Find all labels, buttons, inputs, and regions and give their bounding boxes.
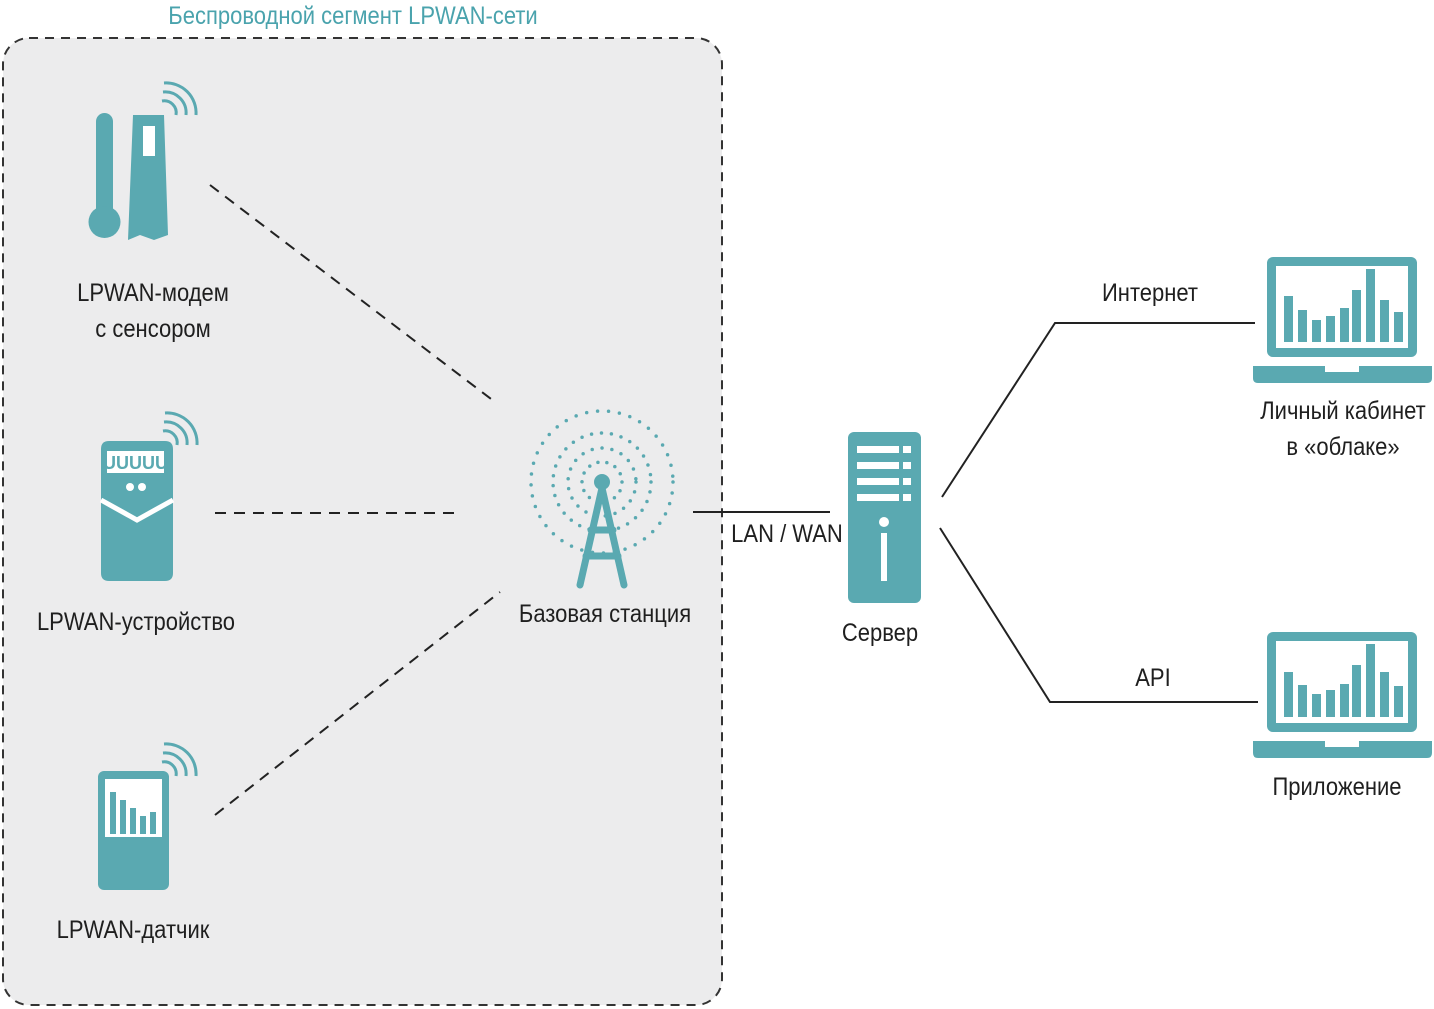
tower [576,484,628,589]
base-station-label: Базовая станция [518,600,692,628]
api-label: API [1135,664,1171,692]
laptop-cabinet-icon [1253,257,1432,383]
internet-label: Интернет [1101,279,1199,307]
wired-links [693,322,1258,703]
segment-title: Беспроводной сегмент LPWAN-сети [168,2,538,30]
wireless-links [209,184,501,816]
device-label: LPWAN-устройство [36,608,236,636]
thermometer-icon [96,113,113,218]
sensor-label: LPWAN-датчик [56,916,210,944]
device-screen-text: UUUUU [103,453,168,473]
cabinet-label-line1: Личный кабинет [1260,397,1426,425]
bar-chart-icon [1284,269,1403,342]
modem-label-line2: с сенсором [95,315,211,343]
laptop-app-icon [1253,632,1432,758]
server-icon [848,432,921,603]
base-station-icon [529,409,675,589]
link-modem-base [209,184,496,403]
device-body [101,441,173,581]
bar-chart-icon [110,792,156,834]
lan-wan-label: LAN / WAN [731,520,843,548]
modem-label-line1: LPWAN-модем [77,279,229,307]
lpwan-sensor-icon [98,742,198,890]
lpwan-modem-icon [88,81,198,240]
cabinet-label-line2: в «облаке» [1286,433,1400,461]
server-label: Сервер [841,619,919,647]
signal-waves-icon [162,411,199,446]
antenna-top [594,474,610,490]
app-label: Приложение [1272,773,1402,801]
lpwan-device-icon: UUUUU [99,411,199,581]
modem-body [128,115,168,240]
link-sensor-base [214,591,501,816]
link-server-app [939,527,1258,703]
signal-waves-icon [161,81,198,116]
signal-waves-icon [161,742,198,777]
link-server-cabinet [941,322,1255,498]
bar-chart-icon [1284,644,1403,717]
